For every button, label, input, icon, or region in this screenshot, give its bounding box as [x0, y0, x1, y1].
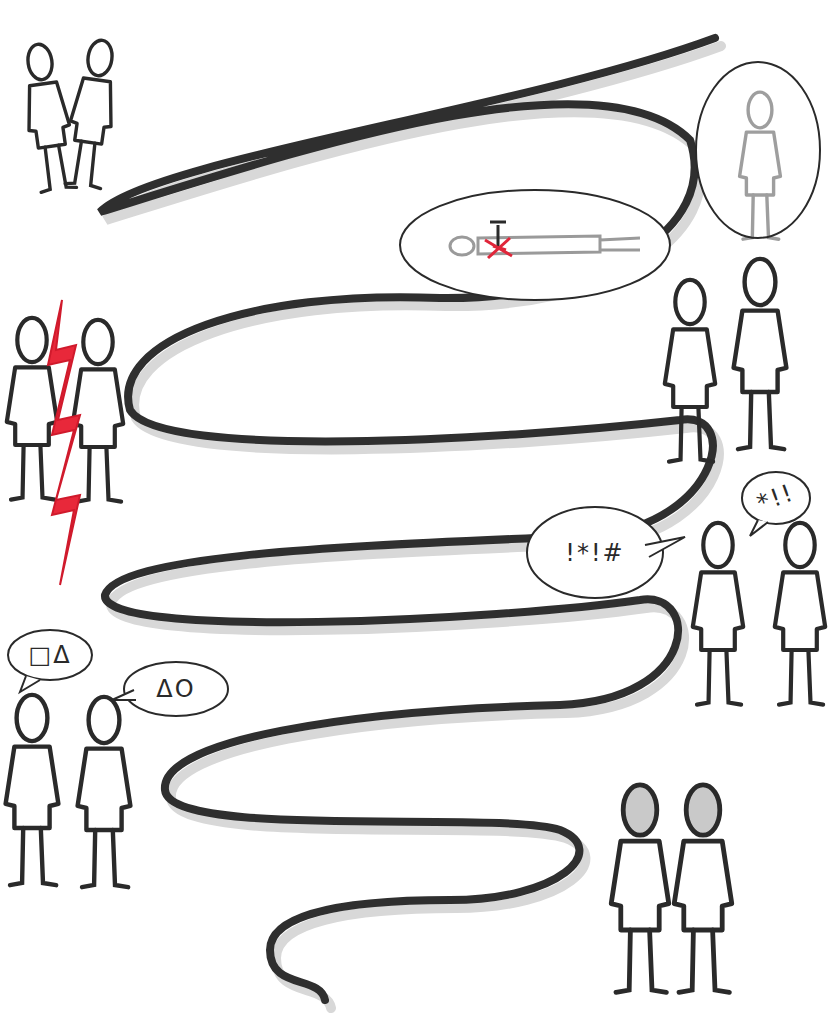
speech-bubble: !*!# [525, 505, 665, 600]
bubble-text: □Δ [28, 641, 71, 669]
figure-pair-conflict [7, 300, 123, 585]
figure-pair-thinking [665, 259, 787, 462]
bubble-text: ΔO [156, 675, 195, 703]
bubble-text: !*!# [565, 539, 624, 567]
thought-bubble-injury [400, 190, 670, 300]
speech-bubble: ΔO [122, 660, 230, 718]
spiral-path [100, 38, 715, 1000]
figure-pair-start [17, 37, 122, 192]
speech-bubble: *!! [740, 470, 812, 526]
thought-bubble-ghost [696, 62, 820, 239]
speech-bubble: □Δ [6, 628, 94, 682]
figure-pair-talking [6, 695, 131, 887]
figure-pair-together [611, 785, 732, 993]
figure-pair-swearing [693, 523, 825, 705]
spiral-shadow [106, 46, 721, 1008]
